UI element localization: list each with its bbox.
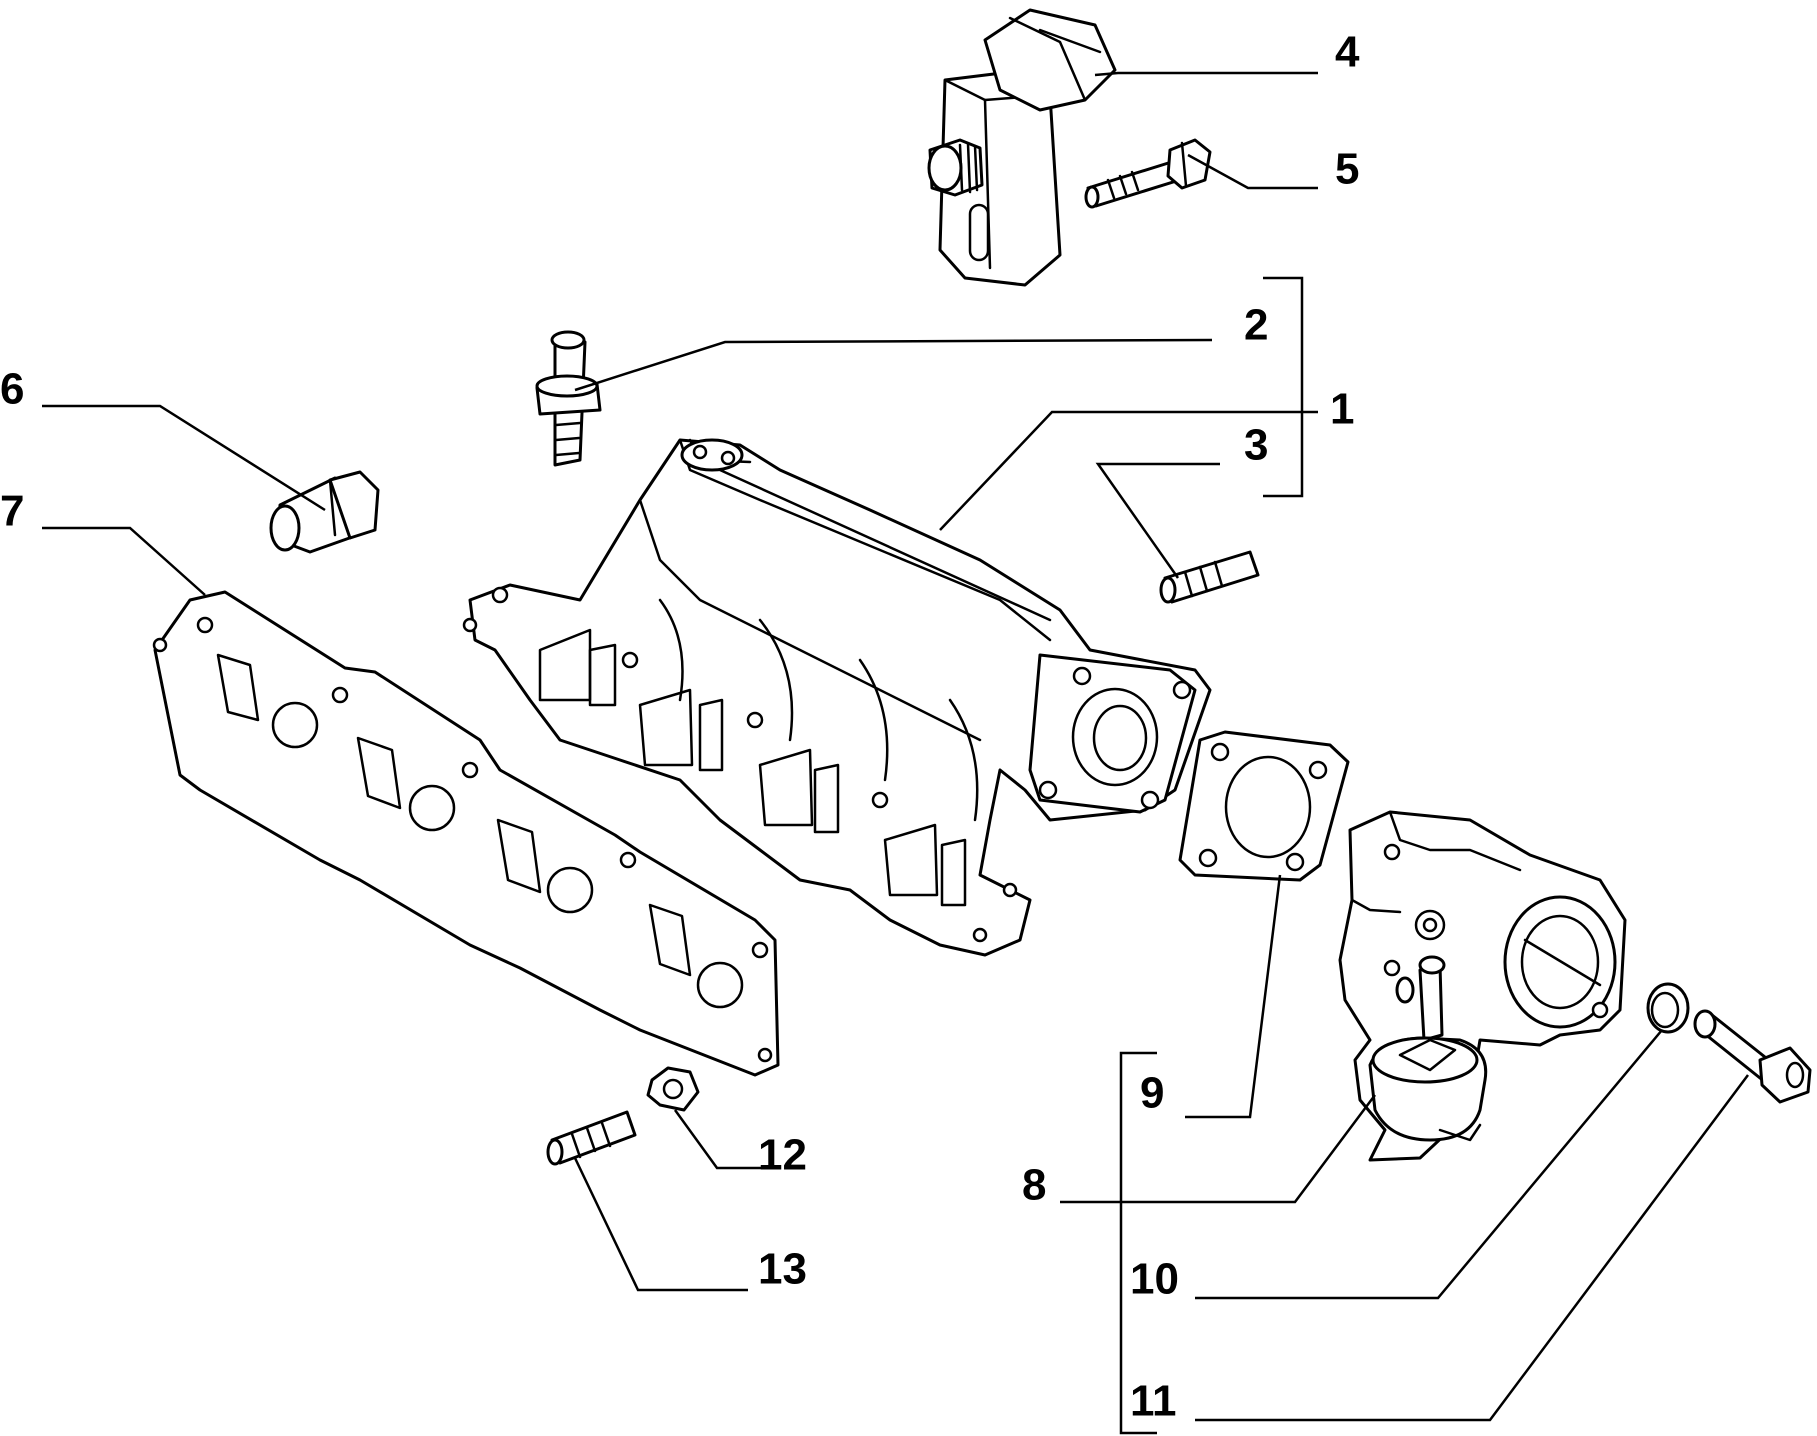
callout-labels: 1 2 3 4 5 6 7 8 9 10 11 12 13 [0, 28, 1360, 1426]
part-5-bolt [1084, 138, 1212, 209]
part-11-bolt [1693, 1009, 1812, 1104]
callout-1: 1 [1330, 385, 1354, 434]
callout-13: 13 [758, 1245, 807, 1294]
part-9-flange-gasket [1178, 730, 1350, 882]
part-6-plug [269, 470, 380, 554]
leader-4 [1094, 71, 1318, 77]
part-10-o-ring [1646, 982, 1690, 1034]
bracket-8-11 [1119, 1051, 1157, 1435]
part-12-nut [646, 1066, 700, 1112]
callout-6: 6 [0, 365, 24, 414]
callout-12: 12 [758, 1131, 807, 1180]
leader-8 [1060, 1094, 1377, 1204]
leader-13 [573, 1157, 748, 1292]
part-8-throttle-body [1338, 810, 1627, 1162]
leader-7 [42, 526, 206, 596]
leader-9 [1185, 874, 1282, 1119]
callout-8: 8 [1022, 1161, 1046, 1210]
part-4-sensor-bracket [927, 8, 1117, 287]
callout-10: 10 [1130, 1255, 1179, 1304]
leader-2 [574, 338, 1213, 392]
bracket-1-3 [1263, 276, 1304, 498]
callout-2: 2 [1244, 301, 1268, 350]
callout-11: 11 [1130, 1377, 1177, 1426]
leader-lines [42, 71, 1750, 1435]
leader-6 [42, 404, 326, 512]
part-1-intake-manifold [462, 438, 1212, 957]
part-7-gasket [152, 590, 780, 1077]
leader-12 [673, 1109, 772, 1170]
leader-5 [1187, 153, 1318, 190]
callout-9: 9 [1140, 1069, 1164, 1118]
callout-3: 3 [1244, 421, 1268, 470]
callout-4: 4 [1335, 28, 1360, 77]
part-2-stud [535, 330, 602, 467]
part-13-stud [546, 1110, 637, 1166]
leader-1 [939, 410, 1318, 531]
callout-5: 5 [1335, 145, 1359, 194]
leader-10 [1195, 1029, 1663, 1300]
callout-7: 7 [0, 487, 24, 536]
part-3-stud [1159, 550, 1260, 604]
leader-3 [1095, 462, 1220, 579]
leader-11 [1195, 1074, 1750, 1422]
